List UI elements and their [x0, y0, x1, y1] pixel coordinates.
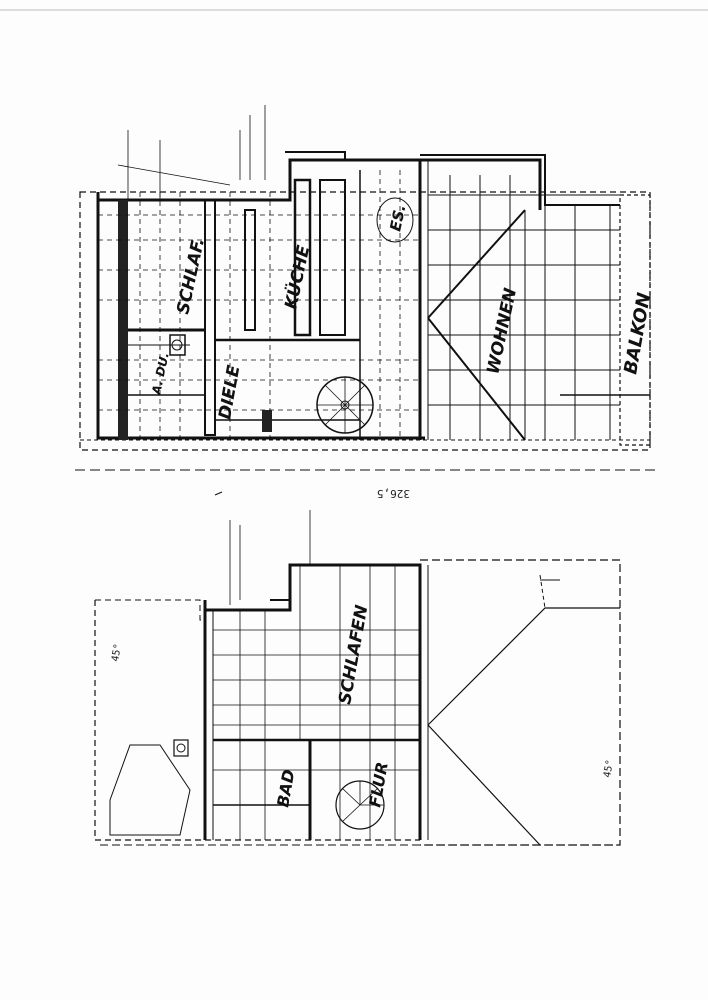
room-label-bad: BAD: [273, 768, 298, 809]
angle-label-left: 45°: [110, 643, 124, 663]
room-label-flur: FLUR: [365, 761, 392, 809]
room-label-a-du: A. DU.: [149, 351, 172, 396]
room-label-schlaf: SCHLAF.: [173, 236, 209, 316]
lower-floor-plan: [94, 510, 621, 846]
upper-floor-plan: [75, 105, 660, 471]
angle-label-right: 45°: [602, 759, 616, 779]
room-label-es: ES.: [386, 203, 409, 233]
dimension-label: 326,5: [377, 487, 410, 500]
room-label-diele: DIELE: [215, 363, 244, 421]
